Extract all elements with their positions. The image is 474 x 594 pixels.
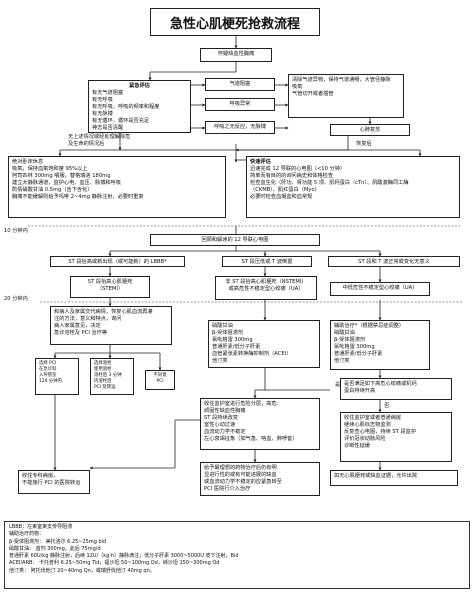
urgent-pci-box: 给予最理想的药物治疗后仍有明 显进行性的或有可能进展的缺血 或血流动力学不稳定的… [200, 462, 320, 496]
suspect-label: 怀疑缺血性胸痛 [217, 51, 255, 57]
cpr-box: 心肺复苏 [330, 124, 410, 136]
stemi-box: ST 段抬高心肌梗死 （STEMI） [70, 276, 150, 298]
yes-label: 是 [335, 382, 341, 388]
suspect-box: 怀疑缺血性胸痛 [200, 48, 272, 62]
nstemi-box: 非 ST 段抬高心肌梗死（NSTEMI） 或高危性不稳定型心绞痛（UA） [215, 276, 317, 300]
airway-block-box: 气道阻塞 [205, 78, 275, 91]
st-elevation-box: ST 段抬高或新出现（或可能新）的 LBBB* [50, 256, 185, 267]
st-normal-box: ST 段和 T 波正常或变化无意义 [328, 256, 460, 267]
no-threat-note-1: 无上述情况或经处理解除危 [68, 134, 131, 140]
ecg-interpret-box: 回顾和解读的 12 导联心电图 [150, 234, 320, 246]
emergency-heading: 紧急评估 [129, 83, 150, 89]
no-label: 否 [384, 403, 390, 409]
page-title: 急性心肌梗死抢救流程 [150, 8, 320, 36]
no-breath-box: 呼吸之无反应，无脉搏 [205, 121, 275, 134]
general-treatment-box: 绝对卧床休息 吸氧，保持血氧饱和度 95%以上 阿司匹林 300mg 嚼服，替格… [8, 156, 226, 218]
twenty-minute-label: 20 分钟内 [4, 296, 28, 302]
ua-drugs-box: 辅助治疗*（根据禁忌症调整） 硝酸甘油 β-受体阻滞剂 氯吡格雷 300mg 普… [330, 320, 430, 370]
recover-label: 恢复后 [356, 141, 372, 147]
ten-minute-label: 10 分钟内 [4, 228, 28, 234]
airway-treatment-box: 清除气道异物，保持气道通畅，大管径静脉 吸氧 气管切开或者插管 [288, 74, 404, 118]
select-pci-box: 选择 PCI 在急诊科 入导管室 120 分钟内 [35, 358, 79, 395]
footnote-box: LBBB：左束室束支传导阻滞 辅助治疗药物： β-受体阻滞剂： 美托洛尔 6.2… [4, 521, 470, 589]
nstemi-drugs-box: 硝酸甘油 β-受体阻滞剂 氯吡格雷 300mg 普通肝素/低分子肝素 血管紧张素… [208, 320, 320, 368]
rapid-heading: 快速评估 [250, 159, 271, 165]
ua-box: 中低危性不稳定型心绞痛（UA） [330, 282, 430, 296]
discharge-box: 如无心肌梗死或缺血证据，允许出院 [330, 470, 458, 486]
risk-stratification-box: 收住监护室进行危险分层，高危： 顽固性缺血性胸痛 ST 段持续改变 室性心动过速… [200, 398, 320, 450]
st-depression-box: ST 段压低或 T 波倒置 [222, 256, 312, 267]
high-risk-question-box: 是否满足如下高危心绞痛或机钙 蛋白持续升高 [340, 378, 452, 400]
reperfusion-decision-box: 和病人及家属交代病情，恢复心肌血流再灌 注的方法，意义和特点，询问 病人家属意见… [50, 306, 172, 345]
emergency-assessment-box: 紧急评估 有无气道阻塞 有无呼吸 有无呼吸，呼吸的频率和程度 有无脉搏 有无循环… [88, 80, 191, 133]
transfer-pci-box: 收住专科病房， 不能施行 PCI 的医院转运 [18, 470, 90, 494]
breath-abnormal-box: 呼吸异常 [205, 98, 275, 111]
no-pci-box: 不同意 PCI [145, 370, 175, 390]
ward-monitoring-box: 收住监护室或者普通病房 继续心肌标志物监测 反复查心电图，持续 ST 段监护 评… [340, 412, 452, 462]
no-threat-note-2: 及生命的情况后 [68, 141, 105, 147]
rapid-assessment-box: 快速评估 迅速完成 12 导联的心电图（<10 分钟） 简单而有目的的询问病史和… [246, 156, 460, 218]
select-lysis-box: 选择溶栓 使用溶栓 溶栓后 3 分钟 内溶栓后 PCI 及转运 [90, 358, 134, 395]
